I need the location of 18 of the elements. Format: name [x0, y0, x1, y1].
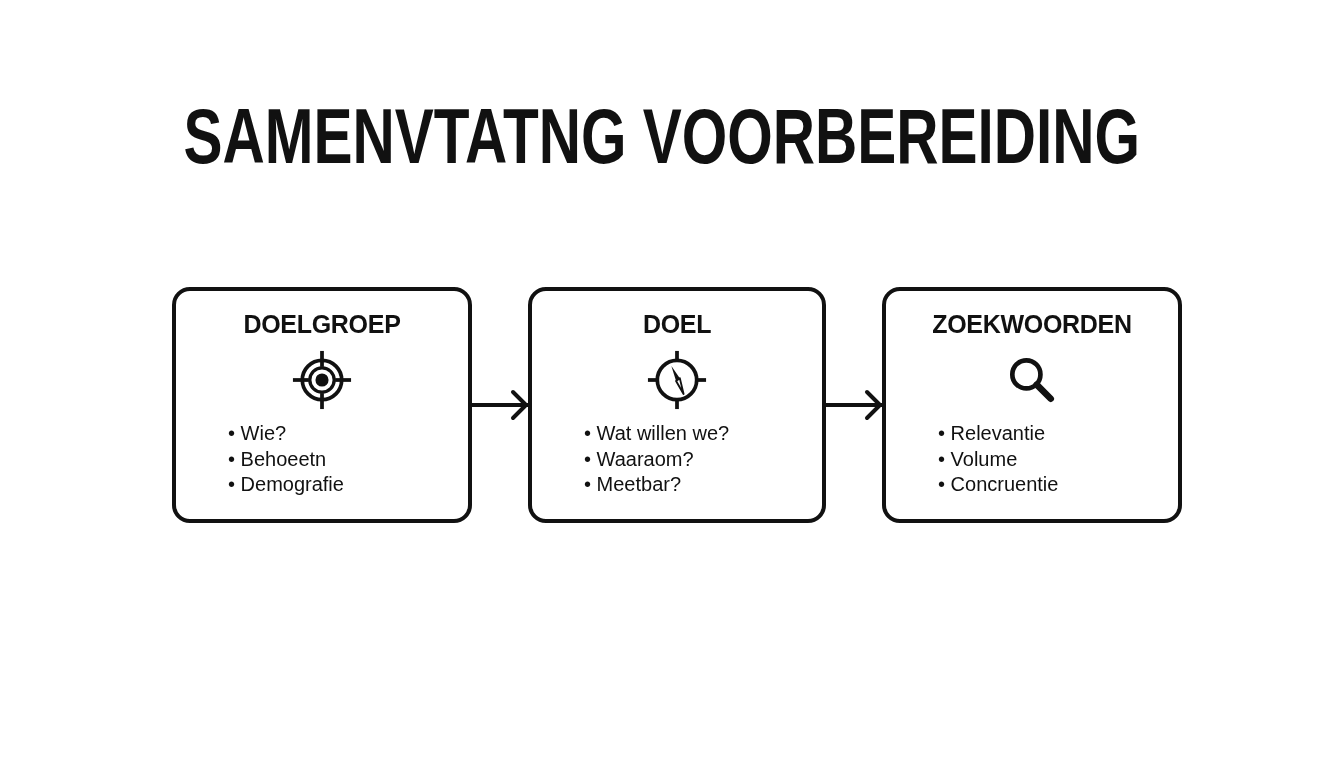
bullet-item: • Wie? [228, 421, 288, 446]
box-heading: DOEL [641, 309, 713, 339]
process-box [172, 287, 472, 523]
process-box [882, 287, 1182, 523]
box-heading: ZOEKWOORDEN [931, 309, 1133, 339]
bullet-item: • Waaraom? [584, 446, 695, 472]
process-box [528, 287, 826, 523]
bullet-item: • Demografie [228, 472, 344, 497]
bullet-item: • Behoeetn [228, 446, 328, 472]
box-heading: DOELGROEP [242, 309, 402, 339]
arrow [472, 390, 528, 420]
bullet-item: • Relevantie [938, 421, 1047, 446]
bullet-item: • Volume [938, 446, 1019, 472]
diagram-title: SAMENVTATNG VOORBEREIDING [183, 92, 1141, 180]
bullet-item: • Concruentie [938, 472, 1059, 497]
bullet-item: • Meetbar? [584, 472, 683, 497]
bullet-item: • Wat willen we? [584, 421, 730, 446]
arrow [826, 390, 882, 420]
